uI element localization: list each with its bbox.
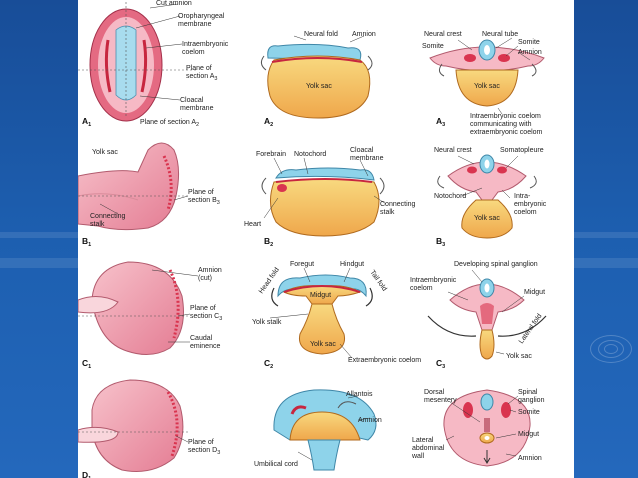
panel-label-a1: A1 <box>82 116 91 128</box>
panel-b3 <box>437 154 537 239</box>
label-plane-section-a2: Plane of section A2 <box>140 119 199 128</box>
label-midgut-d3: Midgut <box>518 431 539 438</box>
label-somite-right: Somite <box>518 39 540 46</box>
panel-label-c1: C1 <box>82 358 91 370</box>
panel-label-b3: B3 <box>436 236 445 248</box>
label-somatopleure: Somatopleure <box>500 147 544 154</box>
label-yolk-sac-c2: Yolk sac <box>310 341 336 348</box>
label-hindgut: Hindgut <box>340 261 364 268</box>
label-developing-spinal-ganglion: Developing spinal ganglion <box>454 261 538 268</box>
label-yolk-sac-b1: Yolk sac <box>92 149 118 156</box>
left-blue-margin <box>0 0 78 478</box>
right-blue-margin <box>574 0 638 478</box>
panel-label-a2: A2 <box>264 116 273 128</box>
water-ripple-decoration <box>598 340 624 358</box>
panel-a2 <box>260 35 373 119</box>
label-neural-fold: Neural fold <box>304 31 338 38</box>
label-yolk-sac-a2: Yolk sac <box>306 83 332 90</box>
panel-b1 <box>78 142 190 231</box>
water-ripple-decoration <box>590 335 632 363</box>
label-tail-fold: Tail fold <box>368 269 387 293</box>
panel-d1 <box>78 379 190 472</box>
label-notochord-b3: Notochord <box>434 193 466 200</box>
label-amnion-a2: Amnion <box>352 31 376 38</box>
panel-c1 <box>78 261 199 355</box>
label-amnion-d3: Amnion <box>518 455 542 462</box>
label-amnion-a3: Amnion <box>518 49 542 56</box>
panel-label-c2: C2 <box>264 358 273 370</box>
label-amnion-cut: Amnion(cut) <box>198 267 222 282</box>
label-cut-amnion: Cut amnion <box>156 0 192 7</box>
panel-c3 <box>427 269 547 360</box>
panel-label-a3: A3 <box>436 116 445 128</box>
label-extraembryonic-coelom: Extraembryonic coelom <box>348 357 421 364</box>
label-foregut: Foregut <box>290 261 314 268</box>
label-neural-crest-b3: Neural crest <box>434 147 472 154</box>
label-amnion-d2: Amnion <box>358 417 382 424</box>
label-yolk-sac-b3: Yolk sac <box>474 215 500 222</box>
panel-label-c3: C3 <box>436 358 445 370</box>
label-lateral-fold: Lateral fold <box>518 313 544 345</box>
label-notochord-b2: Notochord <box>294 151 326 158</box>
label-umbilical-cord: Umbilical cord <box>254 461 298 468</box>
label-forebrain: Forebrain <box>256 151 286 158</box>
label-neural-tube: Neural tube <box>482 31 518 38</box>
panel-d2 <box>273 389 377 471</box>
label-midgut-c2: Midgut <box>310 292 331 299</box>
panel-c2 <box>269 267 373 359</box>
label-midgut-c3: Midgut <box>524 289 545 296</box>
water-ripple-decoration <box>604 344 618 354</box>
label-yolk-sac-a3: Yolk sac <box>474 83 500 90</box>
panel-label-b2: B2 <box>264 236 273 248</box>
label-allantois: Allantois <box>346 391 373 398</box>
label-yolk-stalk: Yolk stalk <box>252 319 282 326</box>
panel-a3 <box>429 37 545 115</box>
panel-a1 <box>78 2 198 122</box>
panel-label-b1: B1 <box>82 236 91 248</box>
label-yolk-sac-c3: Yolk sac <box>506 353 532 360</box>
label-heart: Heart <box>244 221 261 228</box>
label-somite-left: Somite <box>422 43 444 50</box>
label-somite-d3: Somite <box>518 409 540 416</box>
label-neural-crest-a3: Neural crest <box>424 31 462 38</box>
panel-b2 <box>261 157 387 237</box>
panel-d3 <box>443 389 531 467</box>
panel-label-d1: D1 <box>82 470 91 478</box>
label-head-fold: Head fold <box>258 266 281 295</box>
